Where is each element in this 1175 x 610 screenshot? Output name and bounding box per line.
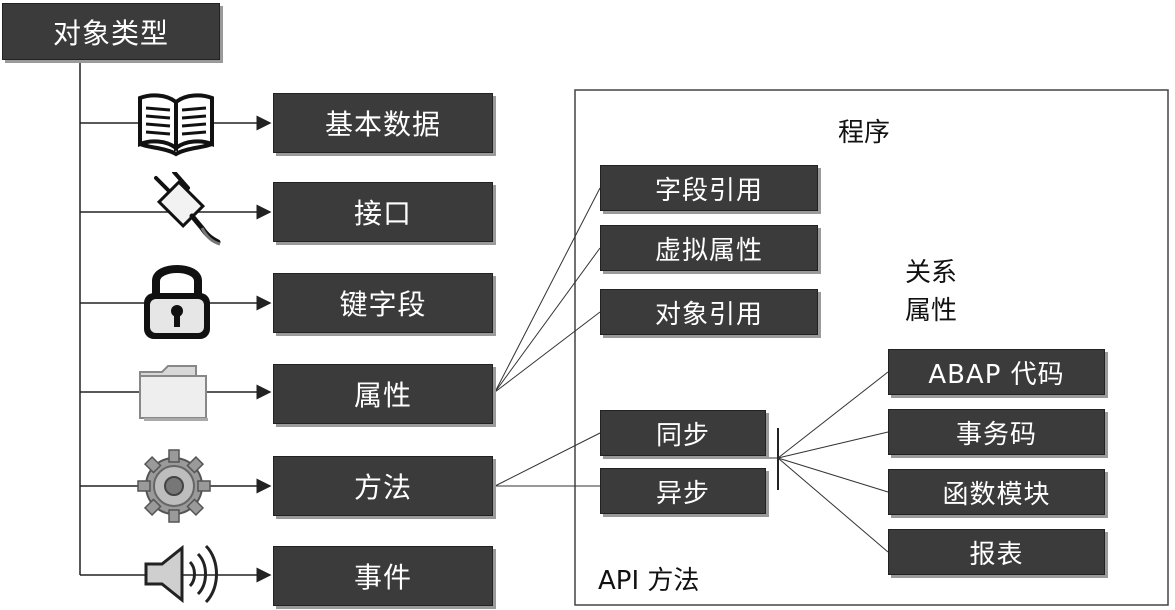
fan-line: [494, 247, 601, 393]
program-panel-border: [574, 89, 1169, 606]
implementation-item-label: 函数模块: [942, 479, 1051, 510]
program-panel-title: 程序: [838, 118, 891, 148]
object-type-label: 键字段: [339, 288, 427, 321]
method-item-synchronous: 同步: [600, 410, 766, 456]
fan-line: [777, 371, 889, 459]
object-type-label: 基本数据: [324, 108, 441, 141]
implementation-item-report: 报表: [888, 529, 1105, 575]
gear-icon: [137, 449, 211, 523]
object-type-label: 方法: [353, 471, 412, 504]
relation-label-line2: 属性: [905, 296, 958, 326]
attribute-item-object-reference: 对象引用: [600, 289, 818, 335]
open-book-icon: [138, 93, 214, 157]
relation-label-line1: 关系: [905, 258, 958, 288]
fan-line: [777, 431, 889, 459]
object-type-label: 属性: [353, 379, 412, 412]
speaker-icon: [144, 544, 218, 604]
object-type-box-key-fields: 键字段: [273, 273, 493, 333]
object-type-box-attributes: 属性: [273, 364, 493, 424]
fan-line: [494, 311, 601, 393]
attribute-item-label: 字段引用: [654, 175, 763, 206]
implementation-item-label: ABAP 代码: [928, 359, 1065, 390]
object-type-box-methods: 方法: [273, 456, 493, 516]
method-item-label: 同步: [655, 420, 710, 451]
method-item-asynchronous: 异步: [600, 468, 766, 514]
implementation-item-abap-code: ABAP 代码: [888, 349, 1105, 395]
implementation-item-transaction-code: 事务码: [888, 409, 1105, 455]
api-methods-label: API 方法: [598, 566, 700, 596]
object-type-box-events: 事件: [273, 546, 493, 606]
object-type-box-basic-data: 基本数据: [273, 93, 493, 153]
root-label: 对象类型: [52, 16, 169, 50]
implementation-item-label: 事务码: [955, 419, 1037, 450]
attribute-item-field-reference: 字段引用: [600, 165, 818, 211]
fan-line: [777, 457, 889, 493]
attribute-item-label: 对象引用: [654, 299, 763, 330]
object-type-label: 接口: [353, 197, 412, 230]
folder-icon: [139, 365, 208, 421]
attribute-item-label: 虚拟属性: [654, 235, 763, 266]
object-type-box-interface: 接口: [273, 182, 493, 242]
method-item-label: 异步: [655, 478, 710, 509]
padlock-icon: [144, 265, 210, 339]
object-types-root-box: 对象类型: [2, 3, 220, 60]
implementation-item-label: 报表: [969, 539, 1024, 570]
plug-icon: [154, 172, 221, 246]
fan-line: [494, 187, 601, 393]
object-type-label: 事件: [353, 561, 412, 594]
attribute-item-virtual-attribute: 虚拟属性: [600, 225, 818, 271]
fan-line: [494, 432, 601, 487]
fan-line: [777, 457, 889, 553]
implementation-item-function-module: 函数模块: [888, 469, 1105, 515]
